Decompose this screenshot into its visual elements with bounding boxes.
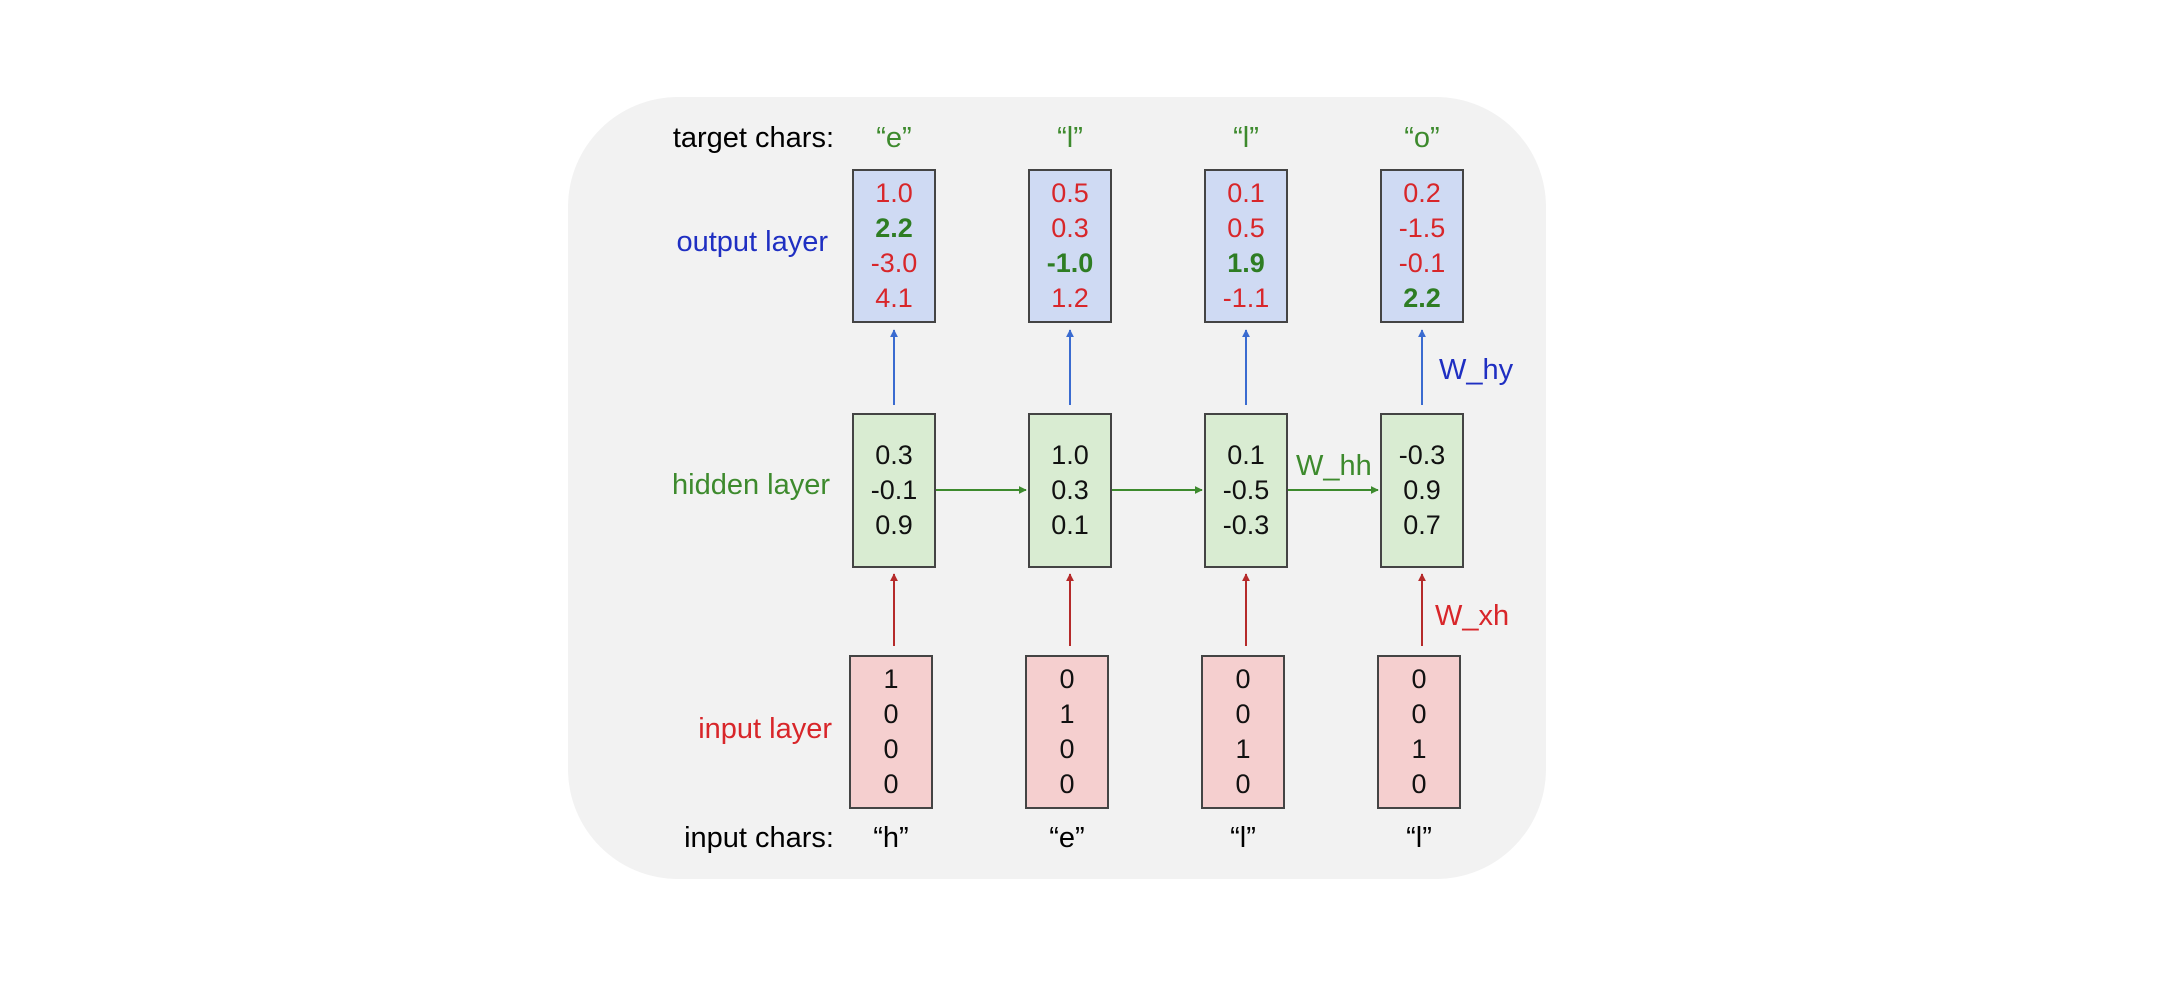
- input-value: 1: [1059, 699, 1075, 729]
- input-vector-box: 0 0 1 0: [1201, 655, 1285, 809]
- output-value: 0.5: [1227, 213, 1265, 243]
- input-vector-box: 0 0 1 0: [1377, 655, 1461, 809]
- input-value: 0: [883, 699, 899, 729]
- input-value: 0: [1059, 769, 1075, 799]
- output-value: 0.2: [1403, 178, 1441, 208]
- input-value: 1: [1411, 734, 1427, 764]
- input-vector-box: 0 1 0 0: [1025, 655, 1109, 809]
- target-chars-label: target chars:: [672, 122, 834, 154]
- output-value: 0.3: [1051, 213, 1089, 243]
- hidden-value: 0.1: [1051, 510, 1089, 540]
- w-hh-label: W_hh: [1296, 450, 1372, 482]
- output-value-correct: 2.2: [875, 213, 913, 243]
- hidden-value: -0.5: [1222, 475, 1270, 505]
- input-value: 0: [1235, 664, 1251, 694]
- output-vector-box: 0.5 0.3 -1.0 1.2: [1028, 169, 1112, 323]
- input-value: 0: [1059, 664, 1075, 694]
- hidden-value: 0.1: [1227, 440, 1265, 470]
- input-value: 0: [883, 769, 899, 799]
- input-value: 0: [1059, 734, 1075, 764]
- hidden-value: 1.0: [1051, 440, 1089, 470]
- output-vector-box: 0.1 0.5 1.9 -1.1: [1204, 169, 1288, 323]
- hidden-value: 0.7: [1403, 510, 1441, 540]
- hidden-vector-box: -0.3 0.9 0.7: [1380, 413, 1464, 568]
- output-value: -1.1: [1222, 283, 1270, 313]
- input-value: 0: [1411, 699, 1427, 729]
- hidden-vector-box: 0.3 -0.1 0.9: [852, 413, 936, 568]
- output-vector-box: 0.2 -1.5 -0.1 2.2: [1380, 169, 1464, 323]
- output-value: 1.0: [875, 178, 913, 208]
- output-value: 0.5: [1051, 178, 1089, 208]
- output-vector-box: 1.0 2.2 -3.0 4.1: [852, 169, 936, 323]
- input-value: 0: [883, 734, 899, 764]
- hidden-value: 0.3: [1051, 475, 1089, 505]
- target-char: “e”: [876, 122, 912, 154]
- output-value: 4.1: [875, 283, 913, 313]
- output-value: -0.1: [1398, 248, 1446, 278]
- output-layer-label: output layer: [676, 226, 828, 258]
- hidden-value: 0.3: [875, 440, 913, 470]
- input-char: “l”: [1230, 822, 1256, 854]
- target-char: “l”: [1057, 122, 1083, 154]
- output-value: -3.0: [870, 248, 918, 278]
- w-xh-label: W_xh: [1435, 600, 1510, 632]
- target-char: “l”: [1233, 122, 1259, 154]
- hidden-vector-box: 1.0 0.3 0.1: [1028, 413, 1112, 568]
- output-value: 0.1: [1227, 178, 1265, 208]
- input-value: 0: [1235, 699, 1251, 729]
- input-vector-box: 1 0 0 0: [849, 655, 933, 809]
- target-char: “o”: [1404, 122, 1440, 154]
- hidden-value: -0.3: [1222, 510, 1270, 540]
- hidden-layer-label: hidden layer: [672, 469, 830, 501]
- hidden-value: 0.9: [1403, 475, 1441, 505]
- w-hy-label: W_hy: [1439, 354, 1514, 386]
- input-chars-label: input chars:: [684, 822, 834, 854]
- output-value: 1.2: [1051, 283, 1089, 313]
- input-value: 1: [883, 664, 899, 694]
- output-value-correct: 2.2: [1403, 283, 1441, 313]
- input-char: “h”: [873, 822, 909, 854]
- input-char: “e”: [1049, 822, 1085, 854]
- input-layer-label: input layer: [698, 713, 832, 745]
- input-value: 0: [1235, 769, 1251, 799]
- input-value: 1: [1235, 734, 1251, 764]
- hidden-value: -0.3: [1398, 440, 1446, 470]
- input-char: “l”: [1406, 822, 1432, 854]
- input-value: 0: [1411, 769, 1427, 799]
- output-value-correct: 1.9: [1227, 248, 1265, 278]
- hidden-value: 0.9: [875, 510, 913, 540]
- hidden-value: -0.1: [870, 475, 918, 505]
- input-value: 0: [1411, 664, 1427, 694]
- output-value: -1.5: [1398, 213, 1446, 243]
- hidden-vector-box: 0.1 -0.5 -0.3: [1204, 413, 1288, 568]
- output-value-correct: -1.0: [1046, 248, 1094, 278]
